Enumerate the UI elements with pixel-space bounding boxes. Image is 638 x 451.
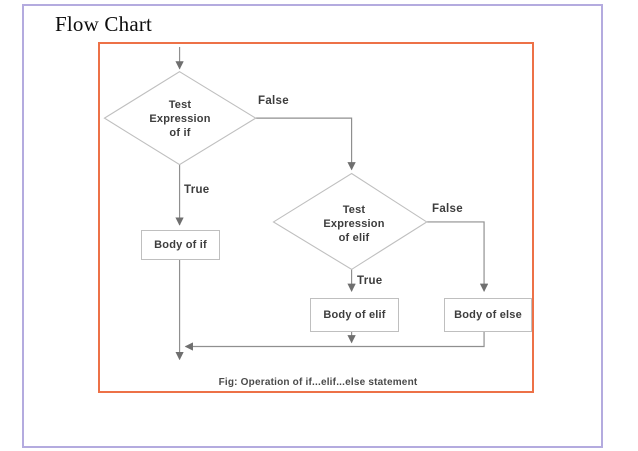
body-of-else-label: Body of else: [454, 309, 522, 321]
if-false-connector: [255, 117, 356, 171]
figure-caption: Fig: Operation of if...elif...else state…: [218, 377, 418, 388]
flowchart-frame: Test Expression of if Test Expression of…: [98, 42, 534, 393]
body-else-collector-connector: [184, 328, 485, 351]
if-false-label: False: [258, 95, 289, 107]
if-diamond-label-line3: of if: [169, 127, 191, 139]
elif-diamond-label: Test Expression of elif: [294, 203, 414, 245]
elif-true-label: True: [357, 275, 383, 287]
body-of-elif-node: Body of elif: [310, 298, 399, 332]
elif-diamond-label-line3: of elif: [338, 232, 370, 244]
flowchart-drawing: [103, 46, 489, 361]
elif-false-connector: [426, 221, 489, 292]
body-of-elif-label: Body of elif: [323, 309, 386, 321]
body-of-if-label: Body of if: [154, 239, 207, 251]
elif-diamond-shape: [272, 172, 428, 271]
elif-diamond-label-line1: Test: [342, 204, 366, 216]
body-of-if-node: Body of if: [141, 230, 220, 260]
body-of-else-node: Body of else: [444, 298, 532, 332]
if-diamond-label-line2: Expression: [149, 113, 211, 125]
elif-false-label: False: [432, 203, 463, 215]
if-true-label: True: [184, 184, 210, 196]
if-diamond-label: Test Expression of if: [120, 98, 240, 140]
page-title: Flow Chart: [55, 12, 153, 36]
if-diamond-label-line1: Test: [168, 99, 192, 111]
elif-diamond-label-line2: Expression: [323, 218, 385, 230]
if-diamond-shape: [103, 71, 257, 166]
